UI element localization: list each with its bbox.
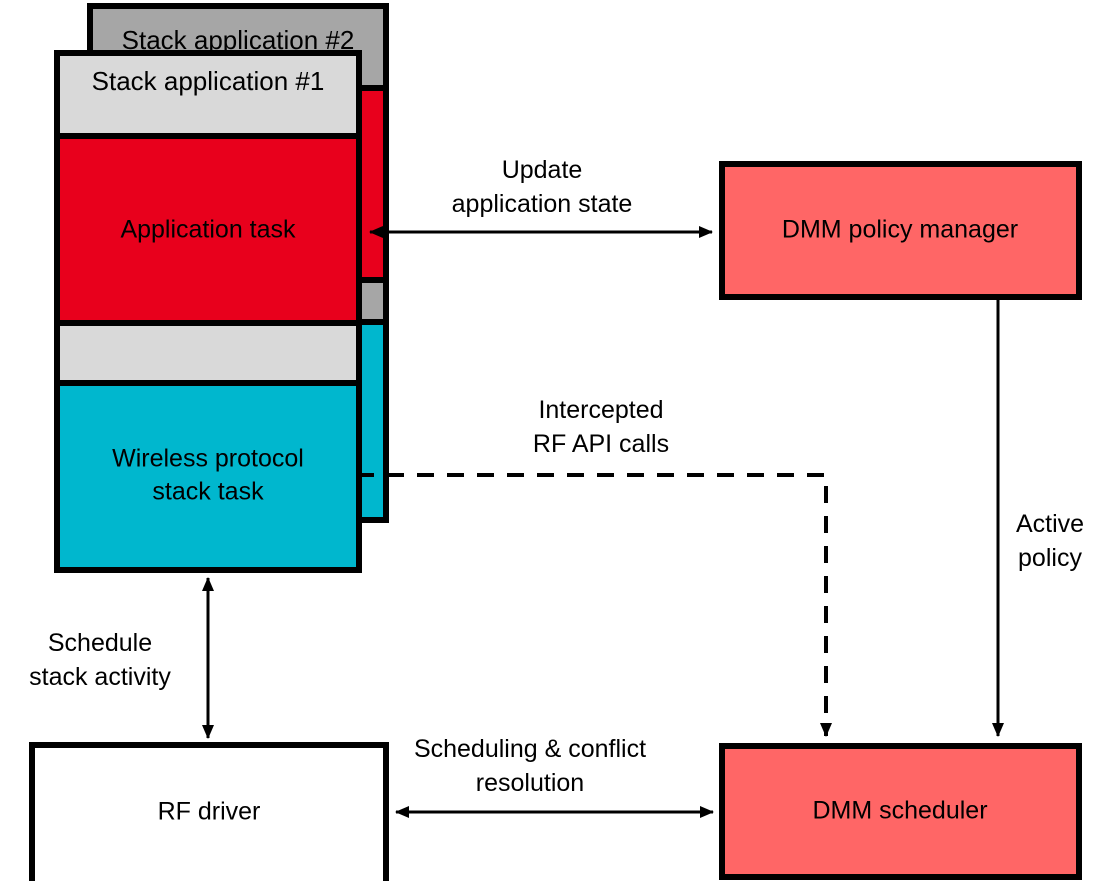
- rf-driver-box[interactable]: RF driver: [29, 742, 389, 881]
- edge-scheduling-conflict-resolution: Scheduling & conflict resolution: [395, 735, 714, 818]
- edge-schedule-stack-activity-label-line1: Schedule: [48, 629, 152, 657]
- rf-driver-label: RF driver: [158, 798, 261, 826]
- dmm-scheduler-label: DMM scheduler: [812, 797, 987, 825]
- edge-active-policy-label-line1: Active: [1016, 510, 1084, 538]
- wireless-protocol-stack-task-label-line2: stack task: [152, 478, 264, 506]
- edge-scheduling-conflict-resolution-label-line2: resolution: [476, 769, 584, 797]
- edge-intercepted-rf-api-calls: Intercepted RF API calls: [357, 396, 832, 737]
- edge-active-policy-label-line2: policy: [1018, 544, 1082, 572]
- edge-update-application-state: Update application state: [369, 156, 713, 238]
- dmm-policy-manager-box[interactable]: DMM policy manager: [719, 161, 1082, 300]
- edge-active-policy: Active policy: [992, 300, 1084, 737]
- dmm-policy-manager-rect: [719, 161, 1082, 300]
- edge-scheduling-conflict-resolution-label-line1: Scheduling & conflict: [414, 735, 646, 763]
- stack-card-1-title: Stack application #1: [92, 66, 325, 96]
- dmm-policy-manager-label: DMM policy manager: [782, 216, 1018, 244]
- edge-update-application-state-label-line2: application state: [452, 190, 633, 218]
- stack-application-card-1[interactable]: Stack application #1 Application task Wi…: [54, 50, 362, 573]
- edge-schedule-stack-activity-label-line2: stack activity: [29, 663, 171, 691]
- edge-schedule-stack-activity: Schedule stack activity: [29, 577, 214, 739]
- wireless-protocol-stack-task-box[interactable]: [54, 380, 362, 573]
- edge-intercepted-rf-api-calls-label-line1: Intercepted: [538, 396, 663, 424]
- application-task-label: Application task: [120, 216, 296, 244]
- stack-card-2-title: Stack application #2: [122, 25, 355, 55]
- dmm-scheduler-rect: [719, 743, 1082, 880]
- rf-driver-rect: [29, 742, 389, 881]
- wireless-protocol-stack-task-label-line1: Wireless protocol: [112, 445, 304, 473]
- edge-update-application-state-label-line1: Update: [502, 156, 583, 184]
- stack-card-1-middle-band: [54, 320, 362, 386]
- dmm-scheduler-box[interactable]: DMM scheduler: [719, 743, 1082, 880]
- edge-intercepted-rf-api-calls-path: [357, 473, 832, 737]
- application-task-box[interactable]: [54, 133, 362, 326]
- edge-intercepted-rf-api-calls-label-line2: RF API calls: [533, 430, 669, 458]
